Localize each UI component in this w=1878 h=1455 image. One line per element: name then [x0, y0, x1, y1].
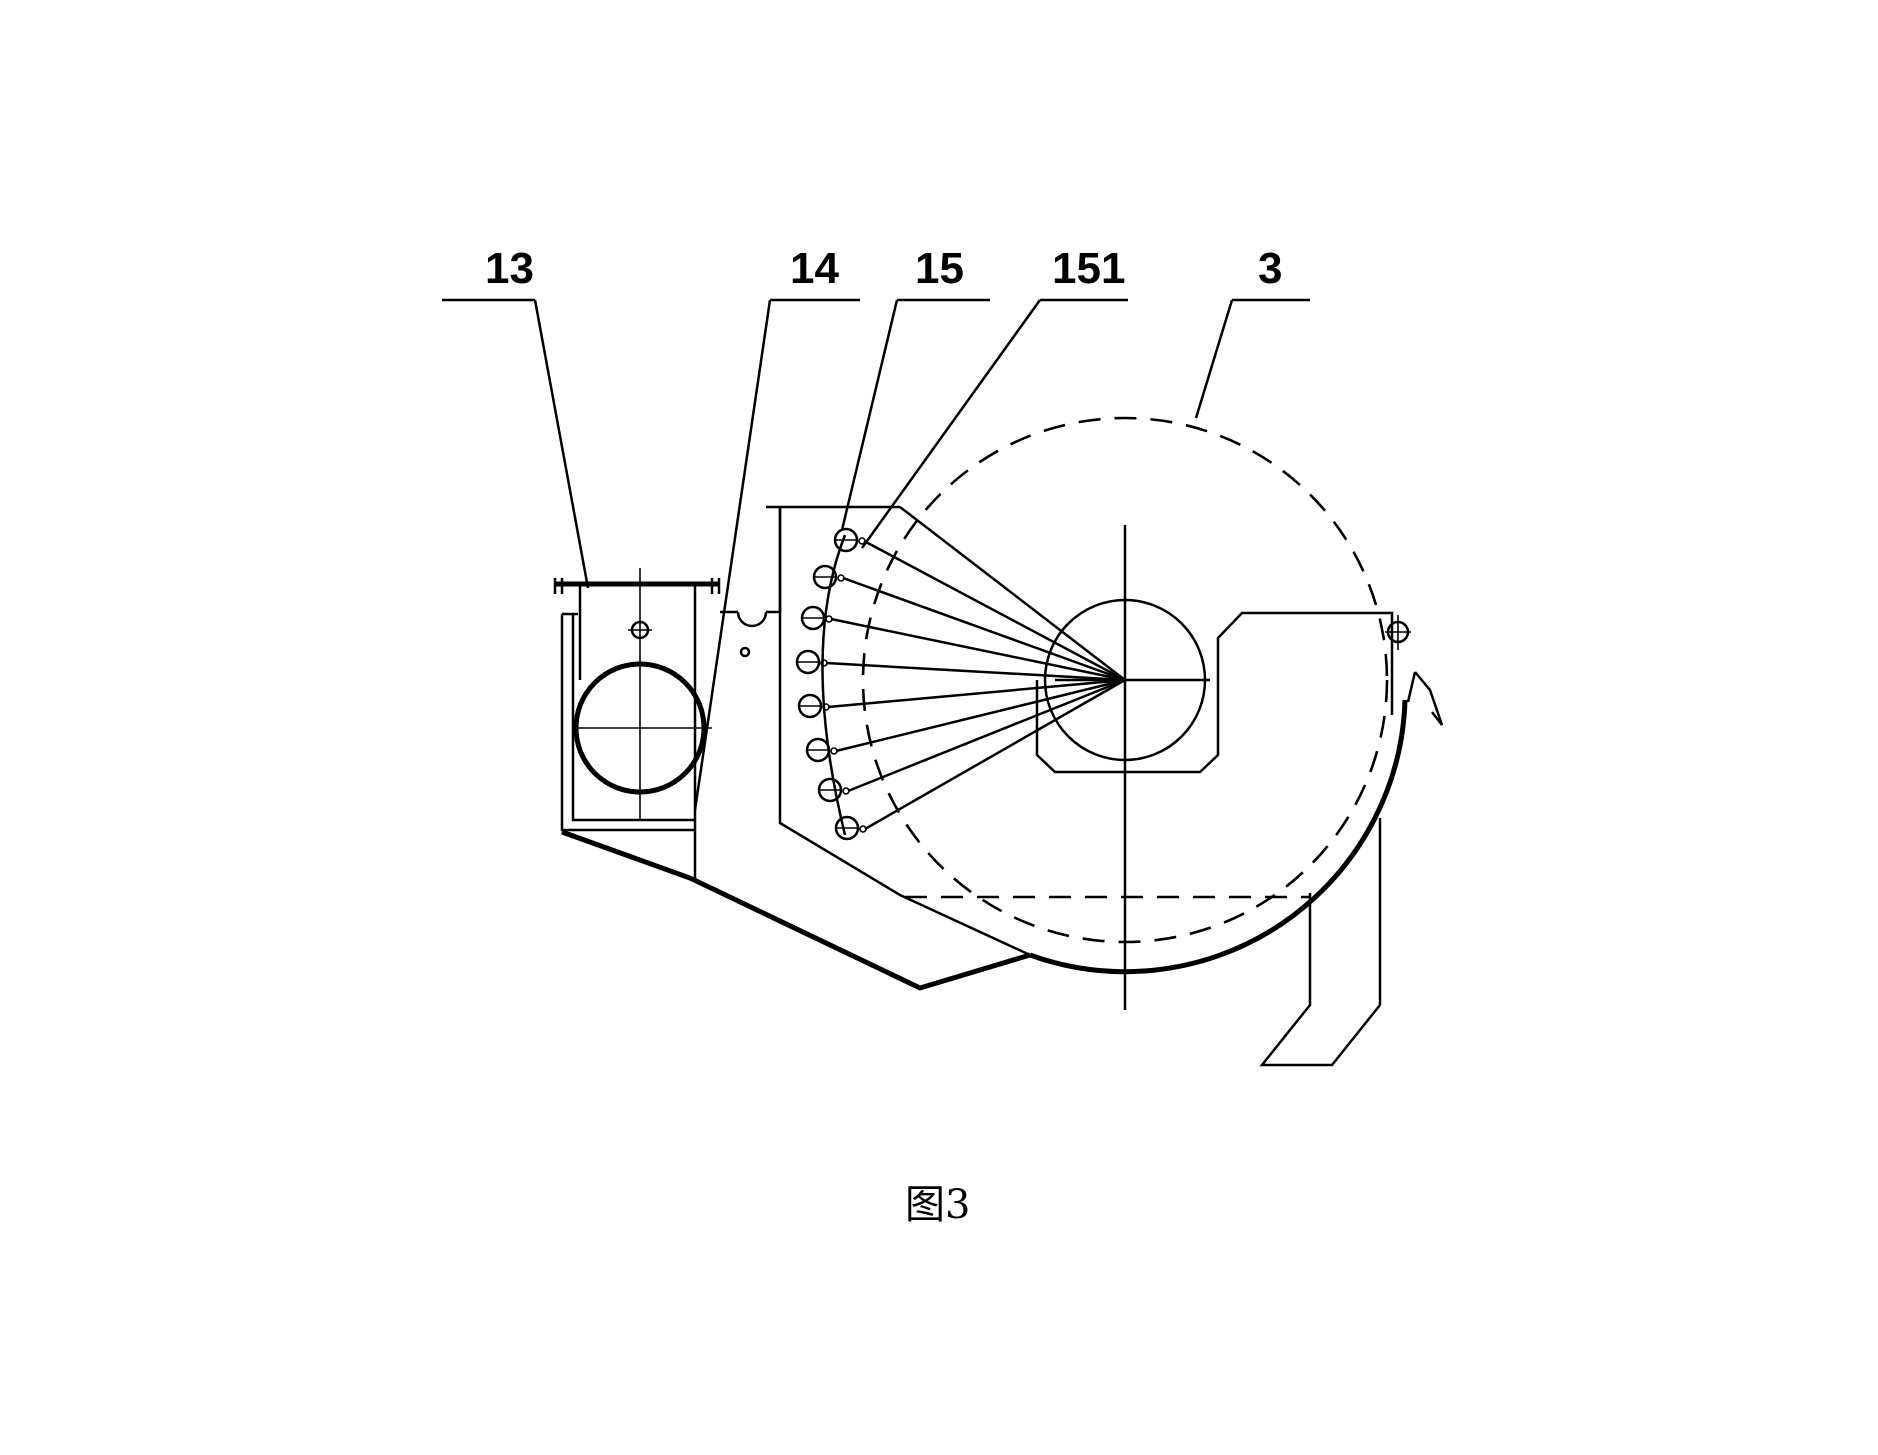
frame-14 — [561, 505, 1031, 991]
jet-line-1 — [863, 539, 1126, 682]
nozzle-plate-outline — [778, 507, 1031, 957]
callout-leader-15 — [840, 299, 899, 531]
callout-14: 14 — [693, 244, 860, 811]
roller-frame-inner — [571, 614, 695, 822]
jet-line-6 — [835, 678, 1126, 753]
wheel-tab-base — [1406, 671, 1417, 703]
jet-line-5 — [827, 678, 1126, 709]
frame-top-right — [766, 507, 782, 614]
jet-line-8 — [864, 678, 1126, 831]
jet-line-4 — [825, 661, 1126, 682]
figure-caption: 图3 — [905, 1182, 970, 1228]
wheel-tab — [1414, 671, 1444, 726]
jet-line-3 — [830, 617, 1126, 682]
callout-13: 13 — [442, 244, 590, 589]
fan-upper-boundary — [899, 506, 1126, 681]
callout-151: 151 — [860, 244, 1128, 549]
support-leg-foot — [1259, 893, 1381, 1067]
nozzle-array — [795, 527, 1126, 841]
callout-leader-13 — [533, 299, 590, 589]
callout-15: 15 — [840, 244, 990, 531]
callout-leader-3 — [1194, 299, 1234, 419]
frame-small-hole — [739, 646, 751, 658]
hub-circle-lower — [1124, 679, 1207, 762]
callout-label-15: 15 — [915, 244, 964, 293]
hub-circle — [1043, 598, 1207, 762]
jet-line-2 — [842, 576, 1126, 682]
callout-leader-14 — [693, 299, 772, 811]
hub-bracket-outline — [1035, 611, 1394, 774]
frame-notch — [736, 611, 768, 628]
nozzle-plate-15 — [778, 505, 1126, 957]
roller-frame-outer — [560, 614, 695, 832]
callout-label-13: 13 — [485, 244, 534, 293]
callout-label-14: 14 — [790, 244, 839, 293]
nozzle-manifold-arc — [821, 534, 847, 836]
callout-label-151: 151 — [1052, 244, 1125, 293]
frame-bottom-edge — [561, 829, 1031, 991]
callout-3: 3 — [1194, 244, 1310, 419]
wheel-housing-arc — [1029, 699, 1408, 975]
roller-assembly-13 — [553, 568, 721, 832]
callout-label-3: 3 — [1258, 244, 1282, 293]
wheel-assembly-3 — [861, 416, 1444, 1067]
jet-line-7 — [847, 678, 1126, 793]
